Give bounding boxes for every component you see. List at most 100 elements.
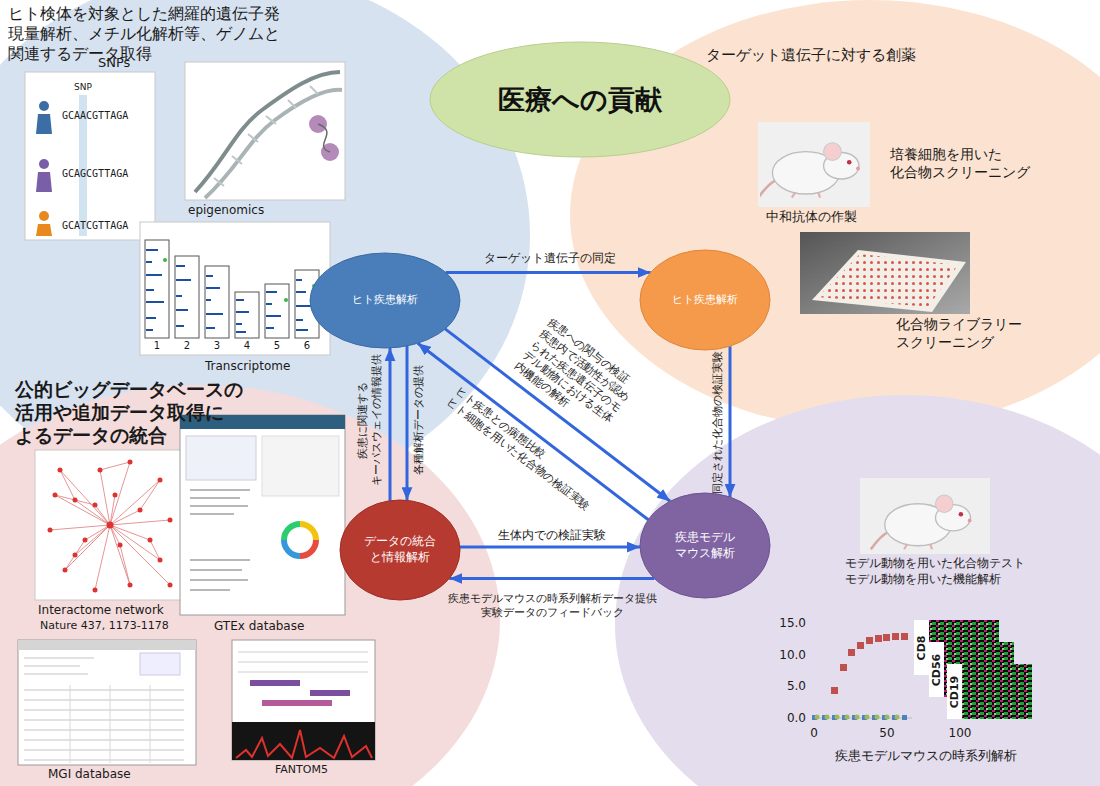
time-series-chart-part-part: [831, 687, 838, 694]
interactome-network-part-part: [73, 498, 78, 503]
edge-label: ターゲット遺伝子の同定: [484, 251, 616, 266]
edge-label: 各種解析データの提供: [412, 365, 426, 475]
node-label: ヒト疾患解析: [330, 293, 440, 307]
interactome-network-part-part: [58, 468, 63, 473]
figure-caption: GTEx database: [214, 619, 304, 634]
axis-tick: 10.0: [779, 647, 806, 662]
time-series-chart-part-part: [857, 642, 864, 649]
figure-caption: epigenomics: [188, 203, 264, 218]
region-heading: ターゲット遺伝子に対する創薬: [706, 46, 916, 65]
time-series-chart-part-part: [835, 715, 840, 720]
axis-tick: 100: [949, 726, 972, 741]
interactome-network-part-part: [168, 583, 173, 588]
figure-caption: 疾患モデルマウスの時系列解析: [835, 748, 1017, 764]
interactome-network-part-part: [148, 538, 153, 543]
interactome-network-part-part: [128, 460, 133, 465]
time-series-chart-part-part: [866, 637, 873, 644]
figure-caption: Interactome network: [38, 603, 164, 618]
bar-number: 1: [154, 340, 160, 353]
time-series-chart-part-part: [901, 633, 908, 640]
bar-number: 6: [304, 340, 310, 353]
time-series-chart-part-part: [845, 715, 850, 720]
dna-sequence: GCATCGTTAGA: [62, 220, 128, 233]
process-ellipse: ヒト疾患解析: [640, 250, 770, 350]
transcriptome-chart-part: [146, 250, 312, 332]
figure-caption: SNP: [74, 82, 92, 93]
edge-label: 疾患モデルマウスの時系列解析データ提供 実験データのフィードバック: [445, 592, 660, 620]
figure-caption: SNPs: [98, 55, 130, 71]
gtex-screenshot: [180, 415, 345, 615]
connector-arrow: [389, 348, 392, 501]
gtex-screenshot-part: [180, 415, 345, 615]
transcriptome-chart-part: [163, 258, 167, 262]
snp-figure-part: [36, 114, 52, 134]
heatmap-stack-part: [929, 642, 944, 697]
node-label: ヒト疾患解析: [655, 293, 755, 307]
mouse-photo: [758, 122, 870, 207]
transcriptome-chart: [140, 222, 330, 355]
fantom5-screenshot: [232, 640, 375, 760]
bar-number: 5: [274, 340, 280, 353]
fantom5-screenshot-part: [236, 730, 372, 758]
mgi-screenshot-part: [70, 685, 150, 763]
interactome-network-part-part: [158, 558, 163, 563]
dna-sequence: GCAGCGTTAGA: [62, 168, 128, 181]
time-series-chart-part-part: [902, 715, 907, 720]
connector-arrow: [729, 346, 732, 497]
mgi-screenshot-part: [140, 653, 180, 675]
interactome-network-part-part: [138, 508, 143, 513]
time-series-chart-part-part: [840, 664, 847, 671]
bar-number: 4: [244, 340, 250, 353]
epigenomics-figure: [185, 62, 345, 200]
connector-arrow: [449, 577, 654, 580]
mouse-photo-part: [871, 495, 972, 549]
time-series-chart-part-part: [895, 715, 900, 720]
region-heading: 公的ビッグデータベースの 活用や追加データ取得に よるデータの統合: [15, 378, 260, 446]
interactome-network-part-part: [128, 583, 133, 588]
time-series-chart-part: [815, 715, 900, 720]
interactome-network-part-part: [107, 522, 114, 529]
time-series-chart-part-part: [855, 715, 860, 720]
epigenomics-figure-part: [205, 90, 342, 198]
figure-caption: モデル動物を用いた機能解析: [845, 572, 1001, 587]
compound-plate-photo-part: [800, 232, 970, 314]
transcriptome-chart-part: [284, 298, 288, 302]
interactome-network-part-part: [113, 493, 118, 498]
figure-caption: 培養細胞を用いた 化合物スクリーニング: [890, 146, 1040, 181]
dna-sequence: GCAACGTTAGA: [62, 110, 128, 123]
interactome-network-part-part: [83, 538, 88, 543]
interactome-network: [35, 450, 185, 600]
interactome-network-part-part: [73, 553, 78, 558]
gtex-screenshot-part: [284, 524, 316, 556]
bar-number: 3: [214, 340, 220, 353]
node-label: 疾患モデル マウス解析: [660, 530, 750, 561]
fantom5-screenshot-part: [310, 690, 350, 696]
node-label: 医療への貢献: [450, 82, 710, 117]
mouse-photo-part: [860, 478, 990, 554]
axis-tick: 0.0: [787, 711, 806, 726]
interactome-network-part-part: [98, 468, 103, 473]
axis-tick: 15.0: [779, 616, 806, 631]
figure-caption: MGI database: [48, 767, 131, 782]
snp-figure-part: [39, 101, 49, 111]
fantom5-screenshot-part: [238, 652, 368, 672]
ellipse-shape: [640, 250, 770, 350]
region-heading: ヒト検体を対象とした網羅的遺伝子発 現量解析、メチル化解析等、ゲノムと 関連する…: [8, 4, 300, 64]
interactome-network-part-part: [158, 478, 163, 483]
process-ellipse: ヒト疾患解析: [310, 253, 460, 348]
interactome-network-part: [35, 450, 185, 600]
bar-number: 2: [184, 340, 190, 353]
heatmap-stack-part: [914, 620, 929, 675]
time-series-chart-part: [831, 633, 908, 694]
connector-arrow: [446, 271, 651, 274]
fantom5-screenshot-part: [232, 640, 375, 760]
time-series-chart-part-part: [875, 715, 880, 720]
snp-figure-part: [39, 159, 49, 169]
time-series-chart-part-part: [865, 715, 870, 720]
process-ellipse: 疾患モデル マウス解析: [640, 493, 770, 598]
edge-label: 生体内での検証実験: [498, 528, 606, 543]
time-series-chart-part-part: [825, 715, 830, 720]
gtex-screenshot-part: [190, 490, 250, 590]
interactome-network-part-part: [48, 528, 53, 533]
snp-figure-part: [36, 224, 52, 236]
